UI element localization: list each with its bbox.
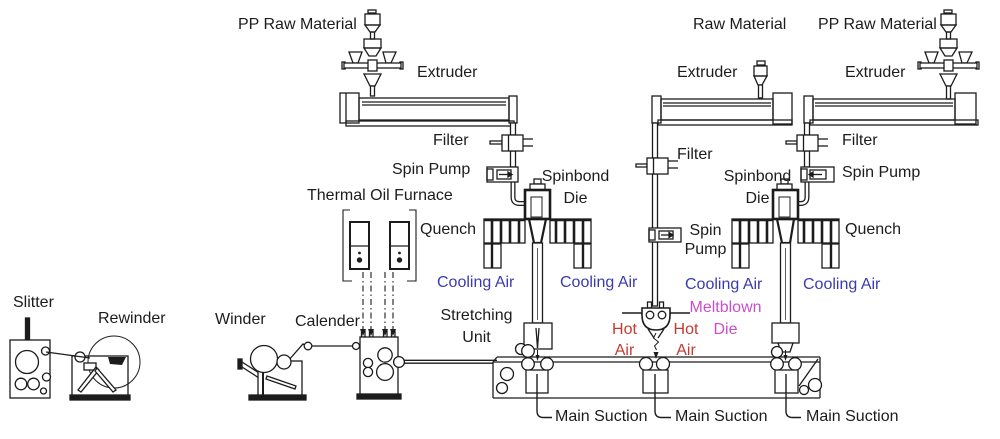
label-hot-air-left: Hot Air xyxy=(612,321,637,359)
melt-pipe-right xyxy=(794,122,811,206)
label-slitter: Slitter xyxy=(13,294,54,311)
label-pp-raw-material-left: PP Raw Material xyxy=(238,16,357,33)
melt-pipe-center xyxy=(651,122,659,307)
label-winder: Winder xyxy=(215,311,266,328)
label-spinbond-die-right: Spinbond Die xyxy=(723,168,792,207)
dosing-hopper-right-icon xyxy=(917,9,980,100)
forming-conveyor-icon xyxy=(402,356,823,399)
label-extruder-center: Extruder xyxy=(677,64,738,81)
label-meltblown-die: Meltblown Die xyxy=(689,299,762,338)
label-calender: Calender xyxy=(295,313,360,330)
calender-icon xyxy=(312,330,406,400)
spinbond-die-left-icon xyxy=(523,178,552,245)
quench-left-icon xyxy=(483,218,592,269)
label-thermal-oil-furnace: Thermal Oil Furnace xyxy=(307,187,453,204)
label-rewinder: Rewinder xyxy=(98,310,166,327)
slitter-icon xyxy=(9,317,91,399)
label-spin-pump-center: Spin Pump xyxy=(684,222,727,258)
label-cooling-air-4: Cooling Air xyxy=(803,276,881,293)
filter-right-icon xyxy=(785,134,828,152)
filter-left-icon xyxy=(489,134,533,152)
label-extruder-left: Extruder xyxy=(417,64,478,81)
spin-pump-right-icon xyxy=(800,166,835,183)
dosing-hopper-left-icon xyxy=(341,9,404,97)
label-filter-right: Filter xyxy=(842,132,878,149)
stretching-unit-left-icon xyxy=(514,242,553,356)
suction-station-3 xyxy=(770,345,802,419)
label-main-suction-3: Main Suction xyxy=(806,408,899,425)
filter-center-icon xyxy=(635,157,678,175)
label-main-suction-1: Main Suction xyxy=(555,408,648,425)
rewinder-icon xyxy=(69,335,141,401)
label-cooling-air-2: Cooling Air xyxy=(560,274,638,291)
suction-station-2 xyxy=(638,356,671,419)
quench-right-icon xyxy=(731,218,840,269)
spin-pump-center-icon xyxy=(648,227,682,243)
extruder-right-icon xyxy=(803,92,979,126)
label-raw-material-center: Raw Material xyxy=(693,16,787,33)
label-filter-left: Filter xyxy=(433,132,469,149)
label-stretching-unit: Stretching Unit xyxy=(440,307,513,346)
suction-station-1 xyxy=(521,344,554,419)
stretching-unit-right-icon xyxy=(771,242,800,353)
label-extruder-right: Extruder xyxy=(845,64,906,81)
label-quench-left: Quench xyxy=(420,221,477,238)
label-quench-right: Quench xyxy=(845,221,902,238)
extruder-left-icon xyxy=(339,92,518,127)
label-pp-raw-material-right: PP Raw Material xyxy=(818,16,937,33)
label-hot-air-right: Hot Air xyxy=(673,321,699,359)
label-spin-pump-left: Spin Pump xyxy=(392,161,471,178)
winder-icon xyxy=(237,341,313,401)
label-spin-pump-right: Spin Pump xyxy=(842,164,921,181)
label-cooling-air-3: Cooling Air xyxy=(685,276,763,293)
thermal-oil-furnace-icon xyxy=(342,209,417,336)
label-cooling-air-1: Cooling Air xyxy=(437,274,515,291)
spin-pump-left-icon xyxy=(486,166,519,183)
label-filter-center: Filter xyxy=(677,146,713,163)
meltblown-die-icon xyxy=(622,301,690,359)
label-main-suction-2: Main Suction xyxy=(675,408,768,425)
label-spinbond-die-left: Spinbond Die xyxy=(541,168,610,207)
